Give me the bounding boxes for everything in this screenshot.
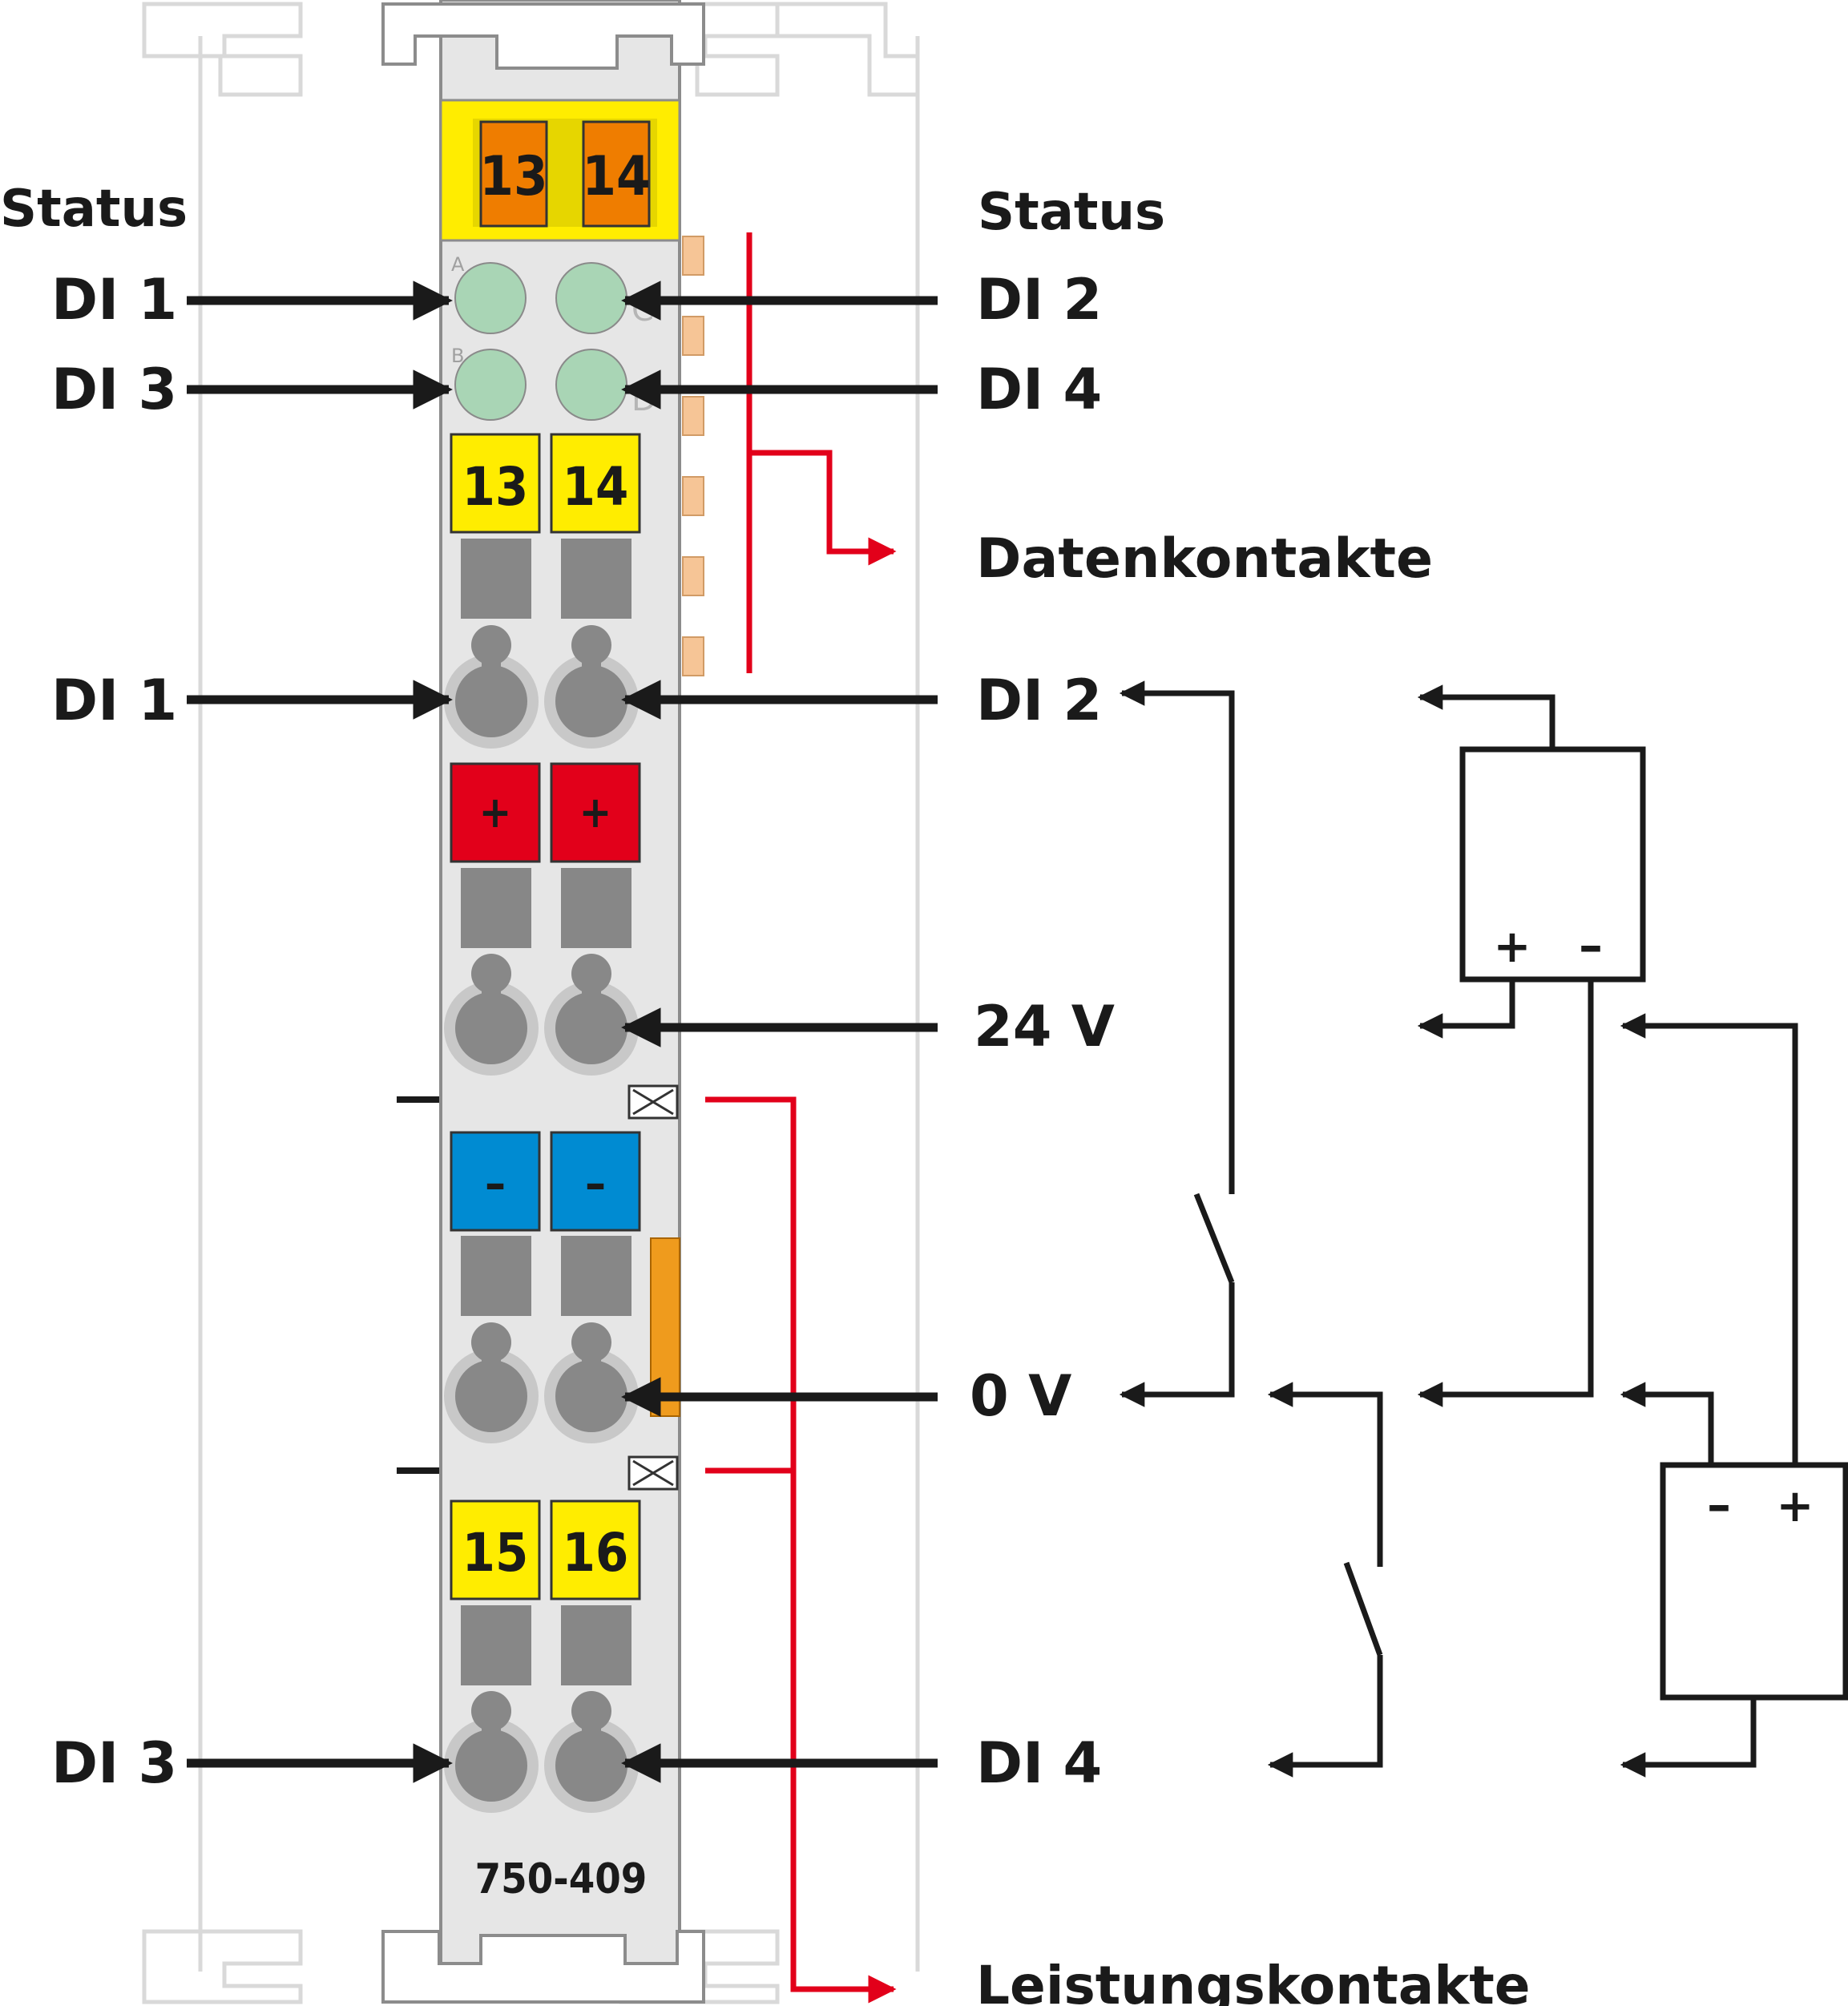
power-jumper — [650, 1237, 680, 1417]
upper-supply-minus: – — [1579, 918, 1603, 974]
right-di4-led-label: DI 4 — [976, 357, 1102, 422]
right-status-label: Status — [978, 183, 1165, 242]
terminal-label-14: 14 — [563, 456, 629, 518]
top-marker-left — [479, 120, 548, 228]
clamp-row-3 — [444, 1349, 639, 1443]
clamp-row-2 — [444, 981, 639, 1076]
status-led-d — [555, 349, 627, 421]
left-di1-led-label: DI 1 — [51, 267, 177, 333]
terminal-marker-16 — [550, 1499, 641, 1600]
terminal-plus-right — [550, 762, 641, 863]
leistungskontakte-label: Leistungskontakte — [976, 1955, 1531, 2006]
article-number: 750-409 — [475, 1855, 648, 1903]
supply-24v-label: 24 V — [974, 994, 1115, 1060]
right-di4-terminal-label: DI 4 — [976, 1730, 1102, 1796]
data-contact-bracket — [746, 232, 897, 673]
terminal-marker-14 — [550, 433, 641, 534]
terminal-marker-13 — [450, 433, 541, 534]
terminal-plus-left — [450, 762, 541, 863]
datenkontakte-label: Datenkontakte — [976, 527, 1433, 591]
release-slot-1r — [561, 539, 631, 619]
lower-supply-minus: – — [1707, 1477, 1731, 1533]
left-di3-led-label: DI 3 — [51, 357, 177, 422]
right-di2-terminal-label: DI 2 — [976, 668, 1102, 733]
release-slot-1l — [461, 539, 531, 619]
power-contact-bracket — [705, 1096, 897, 2004]
left-di1-terminal-label: DI 1 — [51, 668, 177, 733]
terminal-minus-right — [550, 1131, 641, 1232]
top-rail-clip — [381, 2, 705, 70]
left-di3-terminal-label: DI 3 — [51, 1730, 177, 1796]
supply-0v-label: 0 V — [970, 1363, 1071, 1429]
terminal-plus-left-label: + — [479, 787, 512, 838]
terminal-minus-right-label: – — [585, 1156, 606, 1210]
led-letter-a: A — [451, 253, 465, 276]
status-led-b — [454, 349, 527, 421]
terminal-label-16: 16 — [563, 1522, 629, 1584]
terminal-label-13: 13 — [462, 456, 529, 518]
upper-power-supply — [1459, 746, 1646, 983]
led-letter-b: B — [451, 345, 464, 367]
pointer-arrows — [187, 281, 938, 1783]
upper-supply-plus: + — [1494, 921, 1531, 973]
bottom-rail-clip — [381, 1930, 705, 2004]
terminal-plus-right-label: + — [579, 787, 612, 838]
left-status-label: Status — [0, 180, 188, 239]
io-module: 13 14 A B C D 13 14 — [381, 0, 705, 2004]
top-marker-left-label: 13 — [479, 145, 547, 208]
terminal-label-15: 15 — [462, 1522, 529, 1584]
status-led-a — [454, 262, 527, 334]
lower-power-supply — [1660, 1462, 1848, 1701]
data-contacts — [682, 236, 704, 676]
lower-supply-plus: + — [1777, 1480, 1814, 1532]
status-led-c — [555, 262, 627, 334]
terminal-minus-left — [450, 1131, 541, 1232]
clamp-row-1 — [444, 654, 639, 749]
external-wiring — [1119, 680, 1848, 1778]
right-di2-led-label: DI 2 — [976, 267, 1102, 333]
terminal-minus-left-label: – — [485, 1156, 506, 1210]
top-marker-right-label: 14 — [582, 145, 650, 208]
top-marker-right — [582, 120, 651, 228]
terminal-marker-15 — [450, 1499, 541, 1600]
